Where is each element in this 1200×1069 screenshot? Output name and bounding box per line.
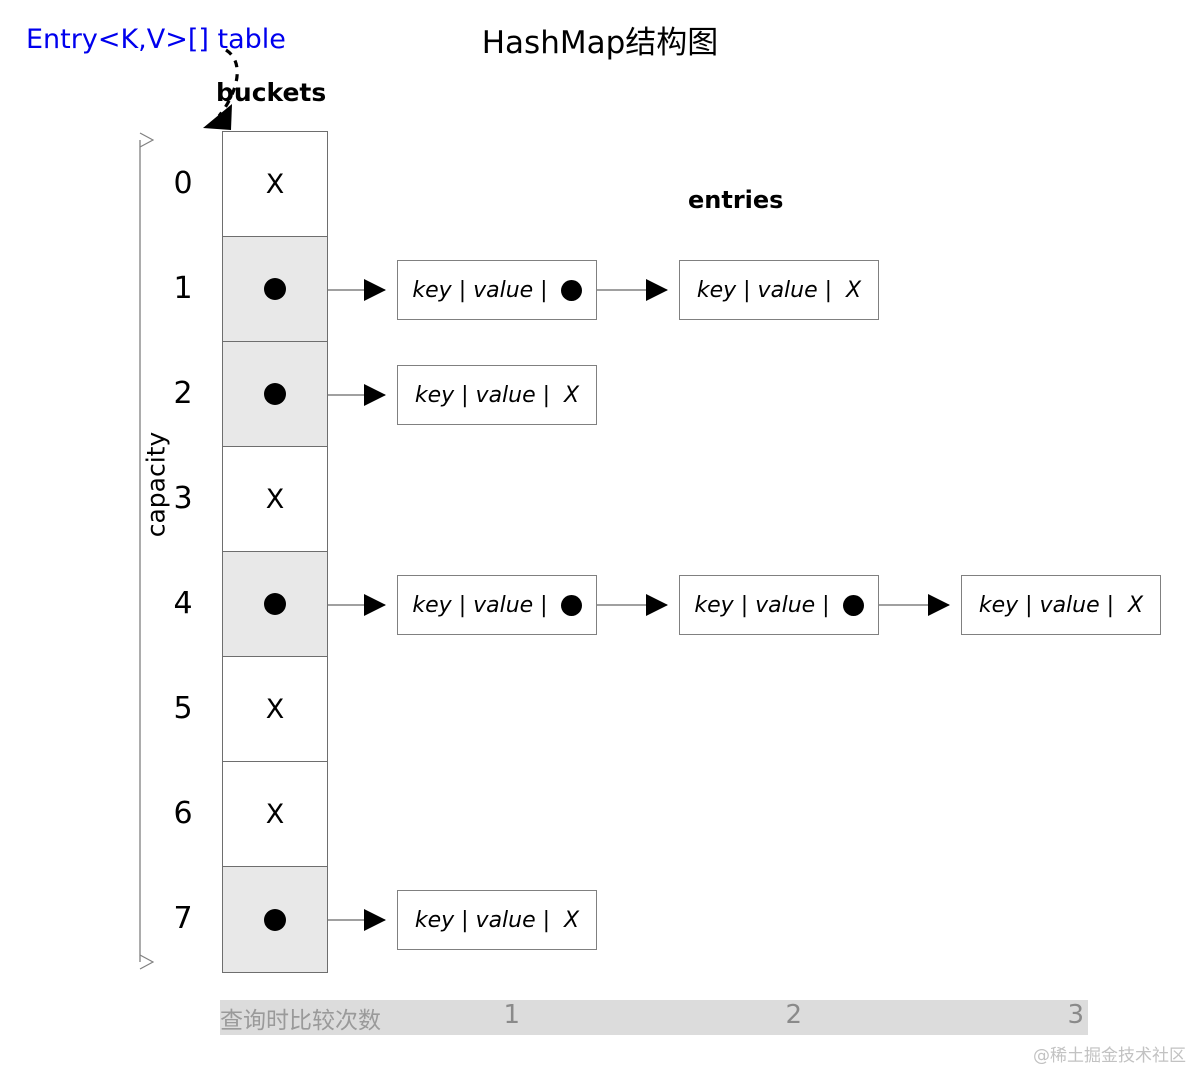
entry-key-value-text: key | value | [412,592,555,618]
bucket-index-7: 7 [173,901,193,936]
next-null-marker-icon: X [846,277,862,303]
comparison-count-value-2: 2 [785,1000,802,1030]
entry-key-value-text: key | value | [414,907,558,933]
bucket-cell-1[interactable] [223,237,327,342]
entries-label: entries [688,186,784,214]
table-pointer-dashed-arrow [203,48,239,130]
comparison-count-value-3: 3 [1067,1000,1084,1030]
pointer-dot-icon [264,908,286,931]
bucket-cell-4[interactable] [223,552,327,657]
entry-key-value-text: key | value | [412,277,555,303]
entry-key-value-text: key | value | [414,382,558,408]
bucket-cell-6[interactable]: X [223,762,327,867]
entry-key-value-text: key | value | [978,592,1122,618]
entry-key-value-text: key | value | [694,592,837,618]
bucket-index-6: 6 [173,796,193,831]
entry-node-bucket7-0[interactable]: key | value | X [397,890,597,950]
bucket-index-5: 5 [173,691,193,726]
comparison-count-bar [220,1000,1088,1035]
bucket-cell-0[interactable]: X [223,132,327,237]
next-pointer-dot-icon [842,594,864,616]
bucket-index-3: 3 [173,481,193,516]
next-null-marker-icon: X [1128,592,1144,618]
bucket-cell-5[interactable]: X [223,657,327,762]
comparison-count-value-1: 1 [503,1000,520,1030]
buckets-label: buckets [216,78,327,107]
entry-node-bucket1-1[interactable]: key | value | X [679,260,879,320]
entry-node-bucket4-2[interactable]: key | value | X [961,575,1161,635]
bucket-index-2: 2 [173,376,193,411]
bucket-index-column: 0 1 2 3 4 5 6 7 [158,131,208,971]
null-marker-icon: X [265,798,285,830]
entry-key-value-text: key | value | [696,277,840,303]
next-pointer-dot-icon [560,594,582,616]
bucket-index-1: 1 [173,271,193,306]
entry-node-bucket4-1[interactable]: key | value | [679,575,879,635]
next-null-marker-icon: X [564,907,580,933]
comparison-count-label: 查询时比较次数 [220,1008,381,1034]
entry-node-bucket1-0[interactable]: key | value | [397,260,597,320]
entry-node-bucket4-0[interactable]: key | value | [397,575,597,635]
next-pointer-dot-icon [560,279,582,301]
null-marker-icon: X [265,168,285,200]
next-null-marker-icon: X [564,382,580,408]
bucket-index-0: 0 [173,166,193,201]
bucket-cell-7[interactable] [223,867,327,972]
pointer-dot-icon [264,278,286,300]
bucket-cell-2[interactable] [223,342,327,447]
bucket-index-4: 4 [173,586,193,621]
bucket-cell-3[interactable]: X [223,447,327,552]
pointer-dot-icon [264,383,286,405]
null-marker-icon: X [265,483,285,515]
null-marker-icon: X [265,693,285,725]
watermark: @稀土掘金技术社区 [1033,1046,1186,1066]
table-type-label: Entry<K,V>[] table [26,24,286,55]
pointer-dot-icon [264,593,286,615]
bucket-array: X X X X [222,131,328,973]
entry-node-bucket2-0[interactable]: key | value | X [397,365,597,425]
page-title: HashMap结构图 [481,25,719,61]
